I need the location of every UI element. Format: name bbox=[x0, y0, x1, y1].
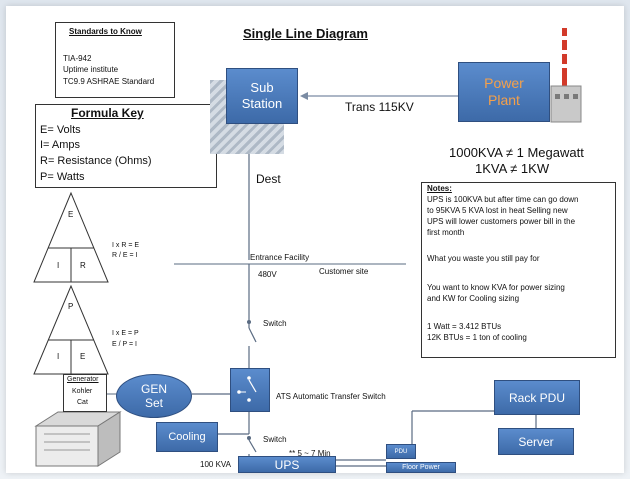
generator-brand: Kohler bbox=[72, 388, 93, 395]
gen-set-block: GEN Set bbox=[116, 374, 192, 418]
substation-label: Station bbox=[241, 96, 283, 111]
ohm-triangle-top: E bbox=[68, 210, 74, 219]
ohm-equation: R / E = I bbox=[112, 252, 138, 259]
gen-set-label: GEN bbox=[140, 382, 167, 396]
notes-heading: Notes: bbox=[427, 184, 452, 193]
diagram-title: Single Line Diagram bbox=[243, 26, 368, 41]
ohm-triangle bbox=[33, 191, 109, 283]
formula-key-box bbox=[35, 104, 217, 188]
power-plant-label: Plant bbox=[488, 92, 520, 108]
ups-label: UPS bbox=[274, 457, 300, 472]
cooling-label: Cooling bbox=[168, 431, 206, 443]
rack-pdu-label: Rack PDU bbox=[508, 390, 565, 405]
switch-label: Switch bbox=[263, 319, 287, 328]
diagram-canvas: Single Line Diagram Standards to Know TI… bbox=[6, 6, 624, 473]
dest-label: Dest bbox=[256, 172, 281, 186]
standards-box bbox=[55, 22, 175, 98]
notes-line: What you waste you still pay for bbox=[427, 254, 540, 263]
formula-item: E= Volts bbox=[40, 124, 81, 136]
pdu-block: PDU bbox=[386, 444, 416, 459]
server-label: Server bbox=[518, 434, 554, 449]
ups-time-label: ** 5 ~ 7 Min bbox=[289, 449, 331, 458]
notes-line: 12K BTUs = 1 ton of cooling bbox=[427, 333, 527, 342]
power-triangle-left: I bbox=[57, 352, 60, 361]
kva-statement: 1000KVA ≠ 1 Megawatt bbox=[449, 145, 584, 160]
generator-label: Generator bbox=[67, 376, 99, 383]
generator-label-box bbox=[63, 374, 107, 412]
customer-site-label: Customer site bbox=[319, 267, 369, 276]
ats-block bbox=[230, 368, 270, 412]
diagram-graphics bbox=[33, 28, 582, 467]
notes-box bbox=[421, 182, 616, 358]
substation-label: Sub bbox=[250, 80, 274, 95]
ats-label: ATS Automatic Transfer Switch bbox=[276, 392, 386, 401]
ohm-triangle-left: I bbox=[57, 261, 60, 270]
notes-line: and KW for Cooling sizing bbox=[427, 294, 520, 303]
trans-label: Trans 115KV bbox=[345, 100, 414, 114]
kva-statement: 1KVA ≠ 1KW bbox=[475, 161, 550, 176]
entrance-facility-label: Entrance Facility bbox=[250, 253, 310, 262]
power-plant-label: Power bbox=[484, 75, 524, 91]
standard-item: Uptime institute bbox=[63, 65, 119, 74]
notes-line: UPS is 100KVA but after time can go down bbox=[427, 195, 579, 204]
power-equation: E / P = I bbox=[112, 341, 137, 348]
server-block: Server bbox=[498, 428, 574, 455]
power-triangle-right: E bbox=[80, 352, 86, 361]
formula-item: R= Resistance (Ohms) bbox=[40, 155, 152, 167]
substation-block: Sub Station bbox=[226, 68, 298, 124]
notes-line: to 95KVA 5 KVA lost in heat Selling new bbox=[427, 206, 568, 215]
power-plant-block: Power Plant bbox=[458, 62, 550, 122]
generator-cabinet-icon bbox=[34, 411, 122, 467]
notes-line: 1 Watt = 3.412 BTUs bbox=[427, 322, 502, 331]
notes-line: UPS will lower customers power bill in t… bbox=[427, 217, 576, 226]
formula-key-heading: Formula Key bbox=[71, 106, 144, 120]
standards-heading: Standards to Know bbox=[69, 27, 142, 36]
switch-label: Switch bbox=[263, 435, 287, 444]
standard-item: TC9.9 ASHRAE Standard bbox=[63, 77, 155, 86]
floor-power-label: Floor Power bbox=[402, 464, 440, 471]
pdu-label: PDU bbox=[394, 448, 408, 455]
ohm-equation: I x R = E bbox=[112, 242, 140, 249]
power-equation: I x E = P bbox=[112, 330, 139, 337]
cooling-block: Cooling bbox=[156, 422, 218, 452]
rack-pdu-block: Rack PDU bbox=[494, 380, 580, 415]
power-triangle-top: P bbox=[68, 302, 74, 311]
formula-item: P= Watts bbox=[40, 171, 85, 183]
floor-power-block: Floor Power bbox=[386, 462, 456, 473]
smokestack-icon bbox=[550, 28, 582, 123]
gen-set-label: Set bbox=[144, 396, 163, 410]
ups-kva-label: 100 KVA bbox=[200, 460, 231, 469]
ohm-triangle-right: R bbox=[80, 261, 86, 270]
formula-item: I= Amps bbox=[40, 139, 81, 151]
notes-line: first month bbox=[427, 228, 465, 237]
generator-brand: Cat bbox=[77, 399, 88, 406]
standard-item: TIA-942 bbox=[63, 54, 92, 63]
power-triangle bbox=[33, 284, 109, 375]
voltage-label: 480V bbox=[258, 270, 277, 279]
notes-line: You want to know KVA for power sizing bbox=[427, 283, 565, 292]
ups-block: UPS bbox=[238, 456, 336, 473]
